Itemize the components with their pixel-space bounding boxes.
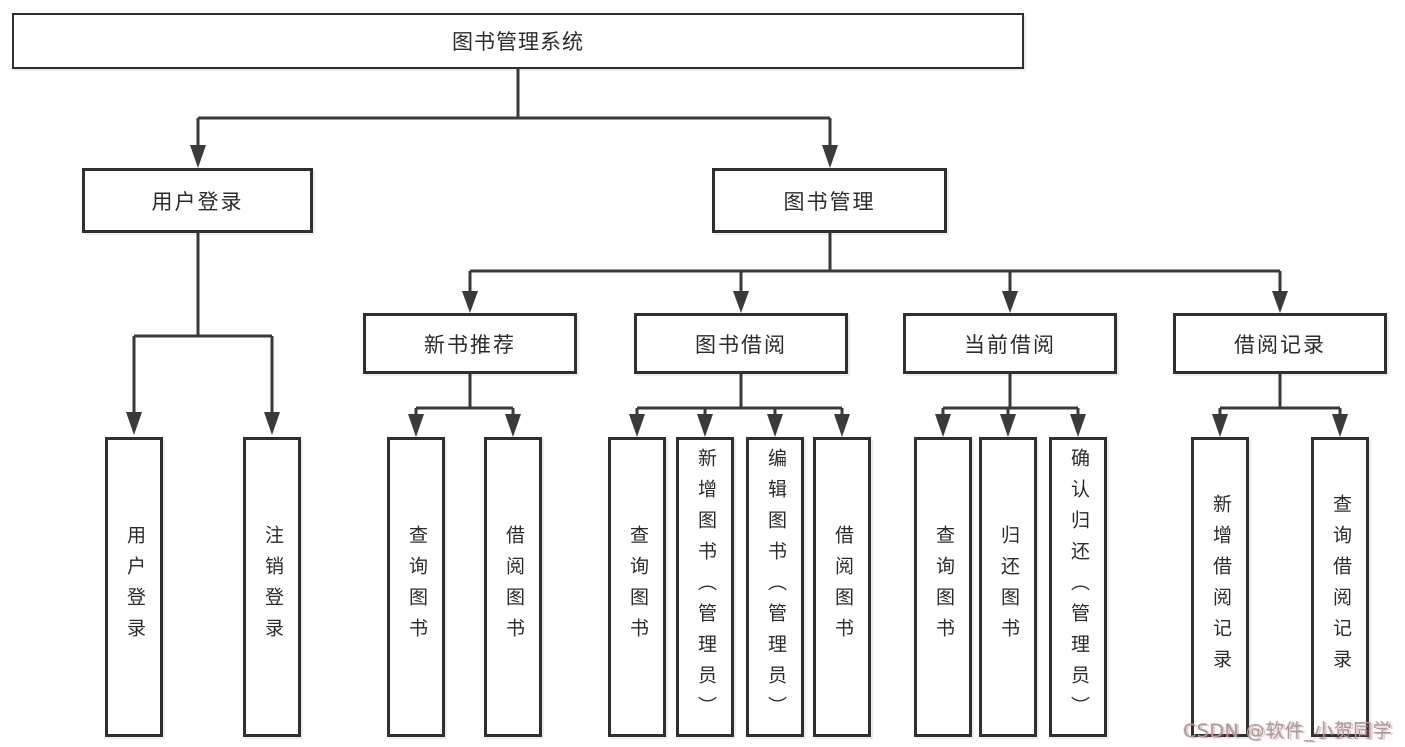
leaf-label: 新增图书（管理员） xyxy=(694,447,717,727)
node-label: 当前借阅 xyxy=(964,332,1056,357)
leaf-add-borrow-record: 新增借阅记录 xyxy=(1191,437,1249,737)
leaf-label: 借阅图书 xyxy=(831,525,854,649)
leaf-label: 借阅图书 xyxy=(502,525,525,649)
leaf-label: 确认归还（管理员） xyxy=(1067,447,1090,727)
leaf-label: 编辑图书（管理员） xyxy=(764,447,787,727)
node-book-management: 图书管理 xyxy=(712,168,947,233)
node-library-management-system: 图书管理系统 xyxy=(12,13,1024,69)
leaf-label: 查询借阅记录 xyxy=(1329,494,1352,680)
leaf-label: 查询图书 xyxy=(405,525,428,649)
leaf-borrow-books: 借阅图书 xyxy=(484,437,542,737)
leaf-label: 用户登录 xyxy=(123,525,146,649)
leaf-label: 新增借阅记录 xyxy=(1209,494,1232,680)
leaf-label: 归还图书 xyxy=(997,525,1020,649)
node-borrowing-records: 借阅记录 xyxy=(1173,313,1387,374)
leaf-logout: 注销登录 xyxy=(243,437,301,737)
leaf-label: 查询图书 xyxy=(932,525,955,649)
node-label: 用户登录 xyxy=(151,189,244,214)
leaf-edit-books-admin: 编辑图书（管理员） xyxy=(746,437,804,737)
leaf-query-borrow-record: 查询借阅记录 xyxy=(1311,437,1369,737)
leaf-label: 注销登录 xyxy=(261,525,284,649)
leaf-query-books: 查询图书 xyxy=(608,437,666,737)
leaf-query-books: 查询图书 xyxy=(387,437,445,737)
csdn-watermark: CSDN @软件_小贺同学 xyxy=(1183,720,1393,742)
node-label: 借阅记录 xyxy=(1234,332,1326,357)
node-label: 图书管理系统 xyxy=(452,30,584,54)
node-new-book-recommendation: 新书推荐 xyxy=(363,313,577,374)
node-label: 新书推荐 xyxy=(424,332,516,357)
leaf-label: 查询图书 xyxy=(626,525,649,649)
leaf-return-books: 归还图书 xyxy=(979,437,1037,737)
leaf-query-books: 查询图书 xyxy=(914,437,972,737)
leaf-confirm-return-admin: 确认归还（管理员） xyxy=(1049,437,1107,737)
node-current-borrowing: 当前借阅 xyxy=(903,313,1117,374)
node-book-borrowing: 图书借阅 xyxy=(634,313,848,374)
leaf-user-login: 用户登录 xyxy=(105,437,163,737)
node-user-login: 用户登录 xyxy=(82,168,313,233)
arrowhead-icons xyxy=(126,145,1348,437)
node-label: 图书管理 xyxy=(783,189,876,214)
leaf-add-books-admin: 新增图书（管理员） xyxy=(676,437,734,737)
node-label: 图书借阅 xyxy=(695,332,787,357)
leaf-borrow-books: 借阅图书 xyxy=(813,437,871,737)
